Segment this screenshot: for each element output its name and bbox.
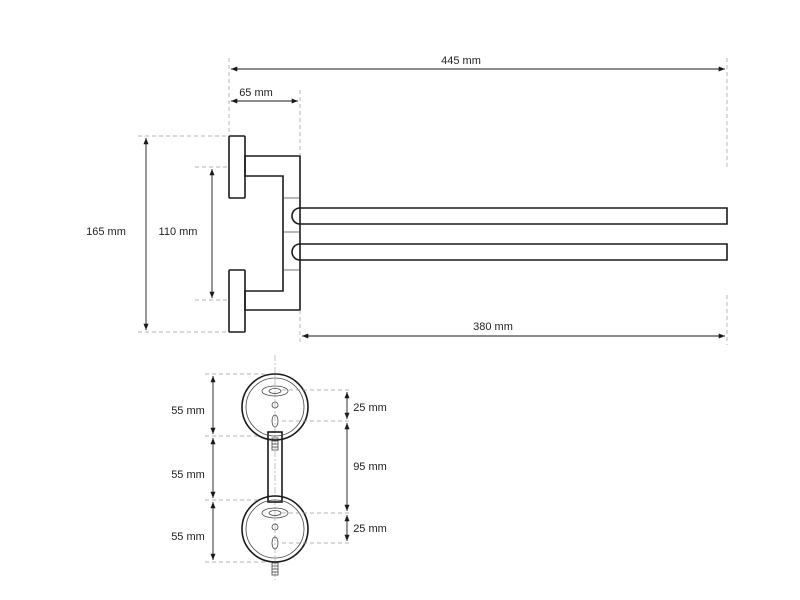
upper-mount-plate — [241, 373, 309, 441]
upper-wall-plate — [228, 135, 246, 199]
screw-icon — [271, 437, 279, 451]
label-upper-hole-offset: 25 mm — [353, 402, 387, 414]
lower-swing-arm — [291, 243, 728, 261]
side-view: 445 mm 65 mm 165 mm 110 mm 380 mm — [86, 55, 728, 345]
lower-wall-plate — [228, 269, 246, 333]
screw-icon — [271, 562, 279, 576]
label-middle-gap: 55 mm — [171, 469, 205, 481]
lower-mount-plate — [241, 495, 309, 563]
label-total-length: 445 mm — [441, 55, 481, 67]
upper-swing-arm — [291, 207, 728, 225]
connecting-tube — [267, 431, 283, 503]
label-total-height: 165 mm — [86, 226, 126, 238]
label-lower-plate: 55 mm — [171, 531, 205, 543]
label-bracket-depth: 65 mm — [239, 87, 273, 99]
label-hole-spacing: 95 mm — [353, 461, 387, 473]
label-lower-hole-offset: 25 mm — [353, 523, 387, 535]
label-mount-spacing: 110 mm — [159, 226, 198, 238]
bracket-body — [244, 155, 301, 311]
front-view: 55 mm 55 mm 55 mm 25 mm 95 mm 25 mm — [171, 355, 387, 580]
label-upper-plate: 55 mm — [171, 405, 205, 417]
label-arm-length: 380 mm — [473, 321, 513, 333]
